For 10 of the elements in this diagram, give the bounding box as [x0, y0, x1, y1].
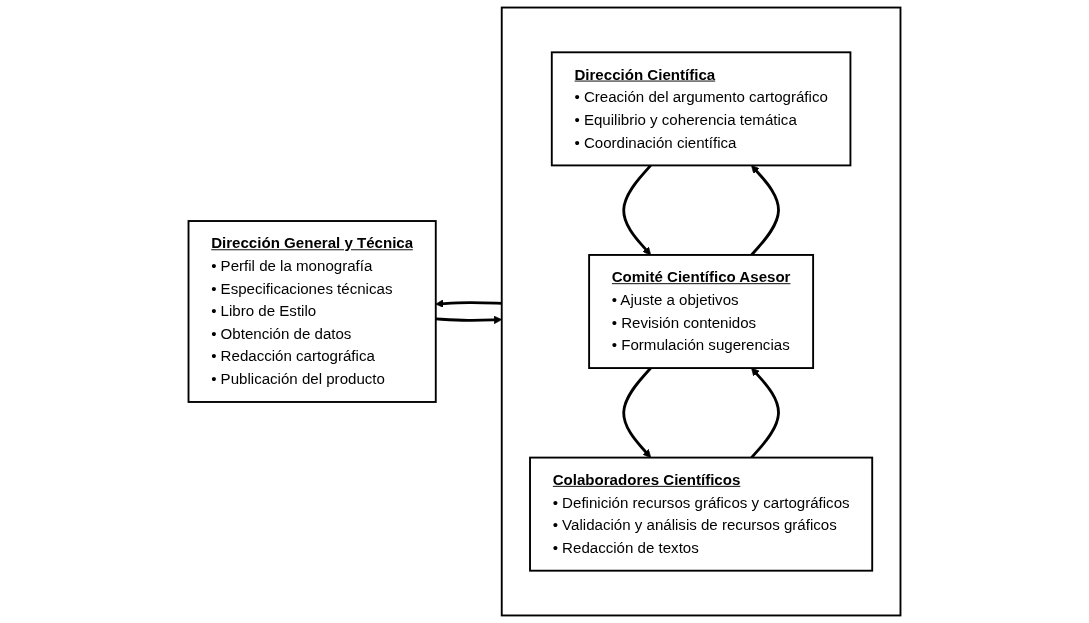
node-box: Dirección Científica • Creación del argumento cartográfico • Equilibrio y coherencia temática • Coordinación científica — [550, 51, 852, 167]
arrow — [622, 367, 652, 458]
arrow — [750, 165, 780, 256]
node-box: Dirección General y Técnica • Perfil de la monografía • Especificaciones técnicas • Libro de Estilo • Obtención de datos • Redacción cartográfica • Publicación del producto — [187, 220, 437, 403]
node-box: Comité Científico Asesor • Ajuste a objetivos • Revisión contenidos • Formulación sugerencias — [588, 254, 815, 369]
node-box: Colaboradores Científicos • Definición recursos gráficos y cartográficos • Validación y análisis de recursos gráficos • Redacción de textos — [529, 456, 874, 572]
arrow — [435, 299, 502, 308]
arrow — [750, 367, 780, 459]
arrow — [622, 164, 652, 256]
cluster — [500, 6, 902, 617]
